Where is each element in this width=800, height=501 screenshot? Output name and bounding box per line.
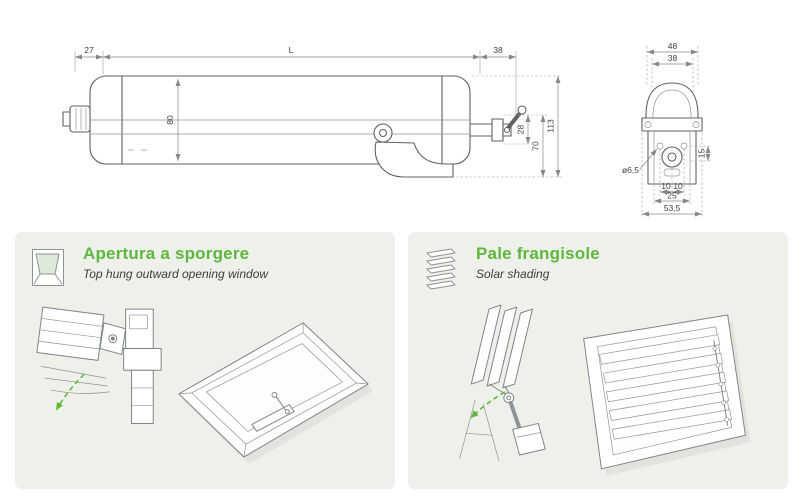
illustration-section-view <box>36 306 162 424</box>
dim-right-label: 38 <box>493 45 503 55</box>
actuator-body <box>89 75 471 165</box>
cable-gland <box>62 105 91 133</box>
dim-right-heights: 28 70 113 <box>456 75 562 178</box>
dim-left-label: 27 <box>84 45 94 55</box>
illustration-louvre-actuator <box>459 304 546 462</box>
dim-bracket-height-label: 70 <box>531 141 541 151</box>
side-view-drawing: 27 L 38 <box>62 45 562 178</box>
dim-rod-offset-label: 28 <box>516 125 526 135</box>
dim-base-width-label: 53,5 <box>664 203 681 213</box>
top-hung-window-illustration <box>36 306 374 464</box>
dim-total-height-label: 113 <box>546 119 556 133</box>
mounting-bracket <box>373 123 454 178</box>
top-hung-window-icon <box>32 249 64 286</box>
panel-top-hung-window: Apertura a sporgere Top hung outward ope… <box>15 232 395 489</box>
panel-subtitle: Solar shading <box>476 267 550 281</box>
dim-body-height-label: 80 <box>165 115 175 125</box>
dim-inner-width-label: 38 <box>668 53 678 63</box>
end-view-plate <box>647 130 697 185</box>
dim-top-lengths: 27 L 38 <box>74 45 517 118</box>
panel-title: Pale frangisole <box>476 244 600 263</box>
end-view-body <box>641 82 703 132</box>
dim-hole-diameter: ø6,5 <box>622 148 658 175</box>
dim-hole-diameter-label: ø6,5 <box>622 165 639 175</box>
dim-side-height-label: 15 <box>697 149 707 159</box>
dim-hole-left-label: 10 <box>661 181 671 191</box>
solar-shading-icon <box>426 248 456 290</box>
end-view-drawing: 48 38 <box>622 41 712 217</box>
dim-end-widths: 48 38 <box>646 41 699 94</box>
dim-side-height: 15 <box>690 145 712 162</box>
opening-direction-arrow <box>55 373 85 411</box>
shading-direction-arrow <box>470 391 506 419</box>
dim-end-bottom: 10 10 25 53,5 <box>641 133 703 217</box>
panel-subtitle: Top hung outward opening window <box>83 267 269 281</box>
actuator-technical-drawing: 27 L 38 <box>62 41 712 217</box>
panel-header: Apertura a sporgere Top hung outward ope… <box>29 244 381 290</box>
illustration-louvre-window <box>583 314 751 476</box>
application-panels: Apertura a sporgere Top hung outward ope… <box>15 232 788 489</box>
dim-length-label: L <box>289 45 294 55</box>
panel-titles: Apertura a sporgere Top hung outward ope… <box>83 244 268 281</box>
panel-title: Apertura a sporgere <box>83 244 250 263</box>
dim-hole-right-label: 10 <box>673 181 683 191</box>
dim-outer-width-label: 48 <box>668 41 678 51</box>
solar-shading-illustration <box>459 304 751 476</box>
rod-clevis <box>469 105 527 142</box>
panel-header: Pale frangisole Solar shading <box>422 244 774 290</box>
panel-solar-shading: Pale frangisole Solar shading <box>408 232 788 489</box>
dim-hole-spacing-label: 25 <box>667 191 677 201</box>
illustration-skylight <box>178 322 374 464</box>
panel-titles: Pale frangisole Solar shading <box>476 244 600 281</box>
dim-body-height: 80 <box>165 79 181 161</box>
